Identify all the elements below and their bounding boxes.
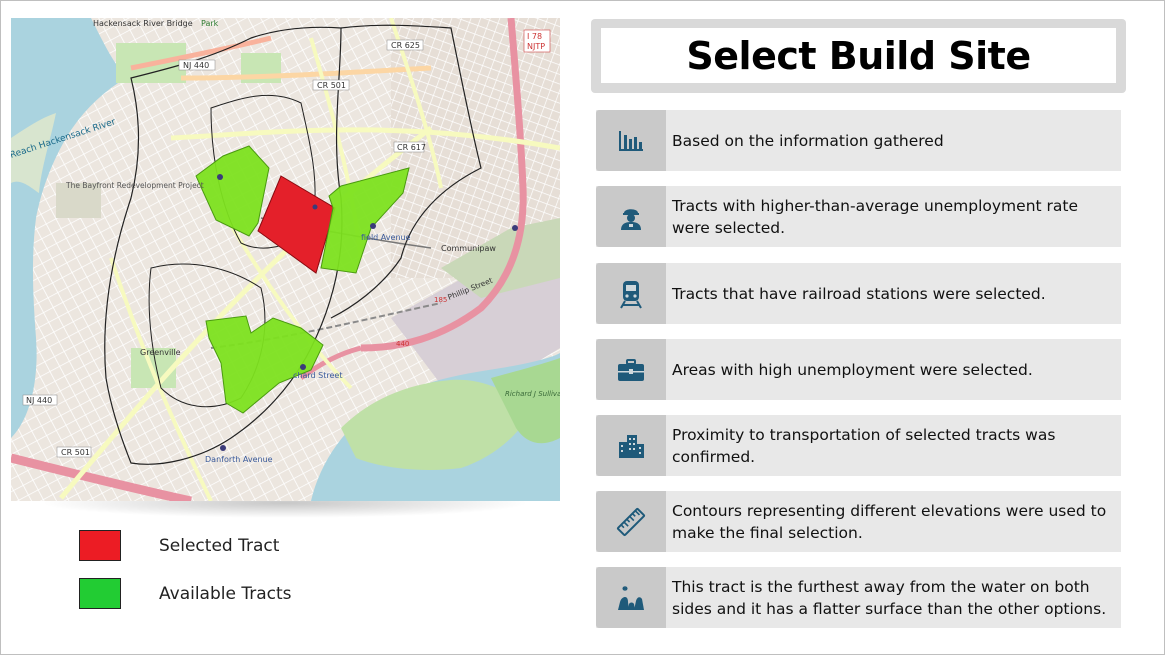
step-2-icon-box <box>596 186 666 247</box>
map-label-nj440-bottom: NJ 440 <box>26 396 52 405</box>
step-4-text: Areas with high unemployment were select… <box>672 360 1033 379</box>
title-box: Select Build Site <box>591 19 1126 93</box>
map-label-cr501-bottom: CR 501 <box>61 448 90 457</box>
step-4: Areas with high unemployment were select… <box>596 339 1121 400</box>
map-label-route185: 185 <box>434 296 447 304</box>
map-label-greenville: Greenville <box>140 348 181 357</box>
highway-nj-turnpike <box>360 18 527 352</box>
map-label-richard-street: chard Street <box>293 371 342 380</box>
station-marker-4 <box>300 364 306 370</box>
landscape-icon <box>618 585 644 610</box>
cr625-shield <box>386 39 424 51</box>
cr501-top-shield <box>312 79 350 91</box>
legend-swatch-selected <box>79 530 121 561</box>
map-label-hackensack-bridge: Hackensack River Bridge <box>93 19 193 28</box>
liberty-park <box>341 379 531 470</box>
map-label-richard-sullivan: Richard J Sullivan Natural Area <box>505 390 560 398</box>
highway-185 <box>299 345 362 381</box>
map-svg: Hackensack River Bridge Park NJ 440 CR 6… <box>11 18 560 501</box>
station-marker-1 <box>217 174 223 180</box>
briefcase-icon <box>618 358 644 381</box>
map-label-park: Park <box>201 19 219 28</box>
nj440-top-shield <box>178 59 216 71</box>
legend-item-selected: Selected Tract <box>79 530 279 561</box>
map-label-cr501-top: CR 501 <box>317 81 346 90</box>
step-3-text: Tracts that have railroad stations were … <box>672 284 1046 303</box>
buildings-icon <box>619 434 644 458</box>
ruler-icon <box>616 507 646 536</box>
nj440-bottom-shield <box>22 394 58 406</box>
step-5-text: Proximity to transportation of selected … <box>672 425 1056 466</box>
cr501-bottom-shield <box>56 446 92 458</box>
map-label-route440: 440 <box>396 340 409 348</box>
shore-park <box>11 113 56 193</box>
available-tract-south[interactable] <box>205 315 324 414</box>
cr617-shield <box>393 141 425 153</box>
step-2: Tracts with higher-than-average unemploy… <box>596 186 1121 247</box>
step-5: Proximity to transportation of selected … <box>596 415 1121 476</box>
richard-sullivan-natural-area <box>491 358 560 444</box>
contour-line-1 <box>104 26 343 465</box>
map-label-njtp: NJTP <box>527 42 545 51</box>
road-jfk-boulevard <box>59 126 433 500</box>
step-2-text: Tracts with higher-than-average unemploy… <box>672 196 1079 237</box>
road-cr501 <box>180 65 432 81</box>
road-west-side-avenue <box>109 257 213 501</box>
industrial-area <box>391 258 560 398</box>
map-label-cr617: CR 617 <box>397 143 426 152</box>
legend-swatch-available <box>79 578 121 609</box>
map-label-bayfront: The Bayfront Redevelopment Project <box>65 181 204 190</box>
station-marker-2 <box>312 204 318 210</box>
title-inner: Select Build Site <box>601 28 1116 83</box>
highway-nj440-north <box>130 35 272 71</box>
selected-tract[interactable] <box>257 175 336 274</box>
step-7-icon-box <box>596 567 666 628</box>
map-label-field-avenue: field Avenue <box>361 233 411 242</box>
station-marker-6 <box>220 445 226 451</box>
site-map: Hackensack River Bridge Park NJ 440 CR 6… <box>11 18 560 501</box>
step-6: Contours representing different elevatio… <box>596 491 1121 552</box>
step-6-icon-box <box>596 491 666 552</box>
station-marker-5 <box>512 225 518 231</box>
page-title: Select Build Site <box>686 33 1031 78</box>
bar-chart-icon <box>619 130 643 151</box>
station-marker-3 <box>370 223 376 229</box>
contour-line-2 <box>330 24 482 319</box>
step-7-text: This tract is the furthest away from the… <box>672 577 1107 618</box>
step-5-icon-box <box>596 415 666 476</box>
legend-item-available: Available Tracts <box>79 578 292 609</box>
worker-icon <box>621 208 641 230</box>
step-1-icon-box <box>596 110 666 171</box>
map-label-communipaw: Communipaw <box>441 244 496 253</box>
map-label-i78: I 78 <box>527 32 542 41</box>
legend-label-available: Available Tracts <box>159 583 292 604</box>
road-summit-avenue <box>389 18 443 189</box>
step-3: Tracts that have railroad stations were … <box>596 263 1121 324</box>
highway-nj440-south <box>11 453 192 501</box>
map-label-danforth: Danforth Avenue <box>205 455 273 464</box>
step-3-icon-box <box>596 263 666 324</box>
step-1-text: Based on the information gathered <box>672 131 944 150</box>
step-1: Based on the information gathered <box>596 110 1121 171</box>
green-area-east <box>441 218 560 298</box>
step-7: This tract is the furthest away from the… <box>596 567 1121 628</box>
map-label-nj440-top: NJ 440 <box>183 61 209 70</box>
step-6-text: Contours representing different elevatio… <box>672 501 1107 542</box>
bayfront-project <box>56 183 101 218</box>
train-icon <box>620 280 642 308</box>
i78-shield <box>523 29 551 53</box>
available-tract-west[interactable] <box>195 145 270 237</box>
map-label-cr625: CR 625 <box>391 41 420 50</box>
legend-label-selected: Selected Tract <box>159 535 280 556</box>
step-4-icon-box <box>596 339 666 400</box>
